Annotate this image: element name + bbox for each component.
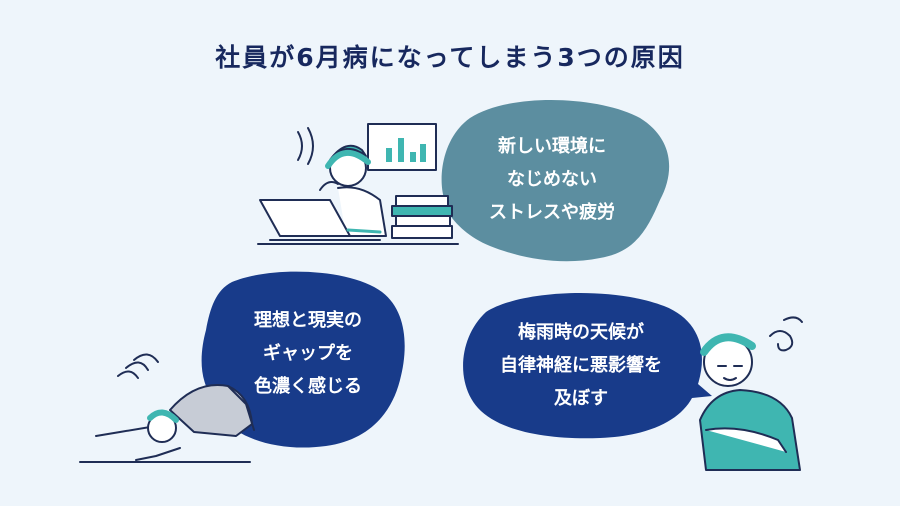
cause-3-line-1: 梅雨時の天候が xyxy=(518,322,644,343)
cause-text-1: 新しい環境に なじめない ストレスや疲労 xyxy=(452,130,652,229)
cause-1-line-1: 新しい環境に xyxy=(498,136,606,157)
cause-3-line-2: 自律神経に悪影響を xyxy=(500,355,662,376)
cause-text-3: 梅雨時の天候が 自律神経に悪影響を 及ぼす xyxy=(466,316,696,415)
cause-1-line-3: ストレスや疲労 xyxy=(489,202,615,223)
speech-bubble-3 xyxy=(463,293,712,439)
cause-3-line-3: 及ぼす xyxy=(554,388,608,409)
collapsed-person-illustration xyxy=(79,353,255,463)
headache-person-illustration xyxy=(699,316,803,471)
cause-text-2: 理想と現実の ギャップを 色濃く感じる xyxy=(210,304,406,403)
cause-1-line-2: なじめない xyxy=(507,169,597,190)
cause-2-line-2: ギャップを xyxy=(263,343,353,364)
cause-2-line-3: 色濃く感じる xyxy=(254,376,362,397)
speech-bubble-2 xyxy=(196,271,405,448)
tired-worker-illustration xyxy=(257,123,459,245)
speech-bubble-1 xyxy=(432,99,670,262)
page-title: 社員が6月病になってしまう3つの原因 xyxy=(215,43,685,72)
cause-2-line-1: 理想と現実の xyxy=(254,310,362,331)
